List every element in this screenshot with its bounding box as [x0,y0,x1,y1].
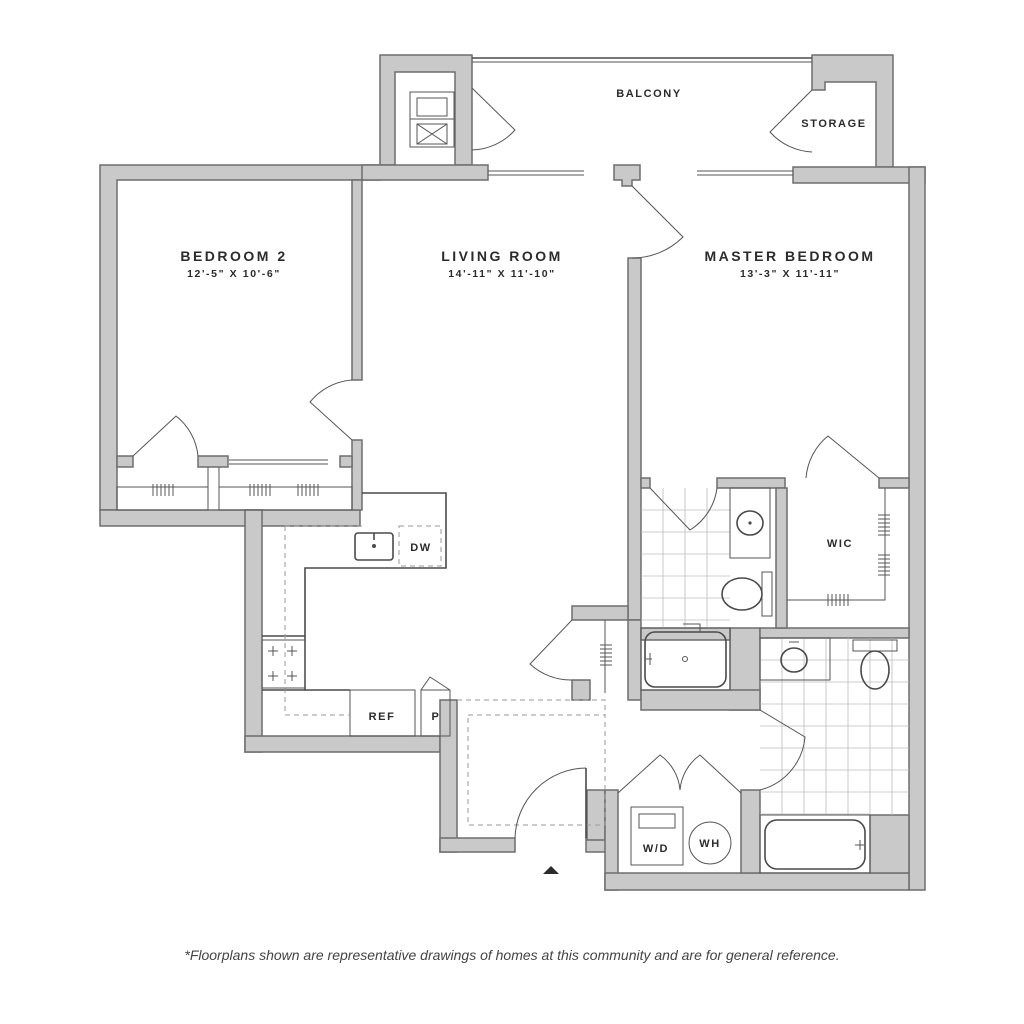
living-room-dims: 14'-11" X 11'-10" [448,268,556,280]
stove [261,639,306,689]
bath2-tub [764,819,866,870]
laundry-appliances [630,806,732,866]
balcony-label: BALCONY [616,88,682,100]
master-bedroom-dims: 13'-3" X 11'-11" [740,268,840,280]
water-heater-label: WH [699,838,721,850]
bathroom-fixtures [640,487,898,874]
vanity [729,487,771,559]
entry-rug [467,714,606,826]
bathroom-2-tiles [760,638,909,815]
counters [116,57,812,826]
door-swings [132,87,880,839]
bath2-toilet [860,650,890,690]
bath2-sink [780,647,808,673]
bathroom-1-tiles [641,488,730,628]
living-room-name: LIVING ROOM [441,248,563,264]
entry-arrow-icon [543,866,559,874]
water-heater-unit [688,821,732,865]
washer-dryer-unit [630,806,684,866]
bedroom2-dims: 12'-5" X 10'-6" [187,268,281,280]
dishwasher-box [398,525,442,567]
storage-label: STORAGE [801,118,866,130]
stove-burners [268,646,297,681]
bath1-toilet [721,577,763,611]
walls [99,54,926,891]
bedroom2-name: BEDROOM 2 [180,248,287,264]
washer-dryer-label: W/D [643,843,669,855]
closet-shelf [218,486,353,511]
disclaimer-text: *Floorplans shown are representative dra… [184,947,840,963]
dishwasher-label: DW [410,542,432,554]
master-bedroom-name: MASTER BEDROOM [704,248,875,264]
closet-shelf [116,486,209,511]
closet-hangers [152,484,890,693]
refrigerator-label: REF [369,711,396,723]
pantry-label: P [432,711,441,723]
pantry-box [420,689,451,737]
refrigerator-box [349,689,416,737]
bath1-sink [736,510,764,536]
wic-label: WIC [827,538,853,550]
